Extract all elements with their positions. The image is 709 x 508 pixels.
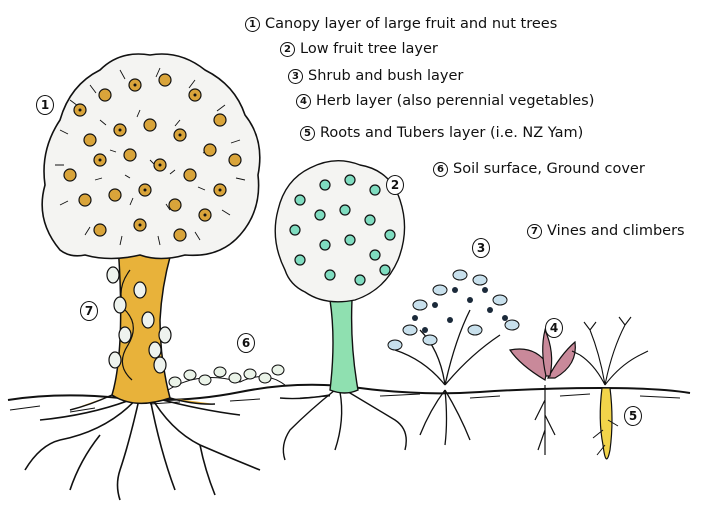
shrub-berries (412, 287, 508, 333)
legend-label: Low fruit tree layer (300, 41, 438, 57)
herb-plant (510, 330, 575, 455)
legend-item-5: 5 Roots and Tubers layer (i.e. NZ Yam) (300, 125, 583, 141)
legend-label: Herb layer (also perennial vegetables) (316, 93, 594, 109)
marker-1: 1 (36, 95, 54, 115)
legend-number: 5 (300, 126, 315, 141)
legend-item-7: 7 Vines and climbers (527, 223, 685, 239)
marker-7: 7 (80, 301, 98, 321)
canopy-tree-roots (25, 395, 260, 500)
legend-item-6: 6 Soil surface, Ground cover (433, 161, 645, 177)
marker-3: 3 (472, 238, 490, 258)
ground-cover-plants (168, 365, 285, 390)
legend-label: Canopy layer of large fruit and nut tree… (265, 16, 557, 32)
legend-label: Roots and Tubers layer (i.e. NZ Yam) (320, 125, 583, 141)
legend-number: 6 (433, 162, 448, 177)
marker-5: 5 (624, 406, 642, 426)
marker-2: 2 (386, 175, 404, 195)
legend-label: Shrub and bush layer (308, 68, 463, 84)
low-tree-trunk (330, 300, 358, 393)
legend-item-3: 3 Shrub and bush layer (288, 68, 463, 84)
legend-item-2: 2 Low fruit tree layer (280, 41, 438, 57)
legend-number: 2 (280, 42, 295, 57)
legend-label: Vines and climbers (547, 223, 685, 239)
legend-number: 3 (288, 69, 303, 84)
legend-number: 1 (245, 17, 260, 32)
legend-item-1: 1 Canopy layer of large fruit and nut tr… (245, 16, 557, 32)
shrub-leaves (388, 270, 519, 350)
legend-number: 7 (527, 224, 542, 239)
tuber-plant (572, 317, 648, 385)
canopy-tree-crown (42, 54, 260, 259)
legend-item-4: 4 Herb layer (also perennial vegetables) (296, 93, 594, 109)
low-tree-roots (280, 390, 406, 460)
legend-label: Soil surface, Ground cover (453, 161, 645, 177)
legend-number: 4 (296, 94, 311, 109)
marker-4: 4 (545, 318, 563, 338)
marker-6: 6 (237, 333, 255, 353)
